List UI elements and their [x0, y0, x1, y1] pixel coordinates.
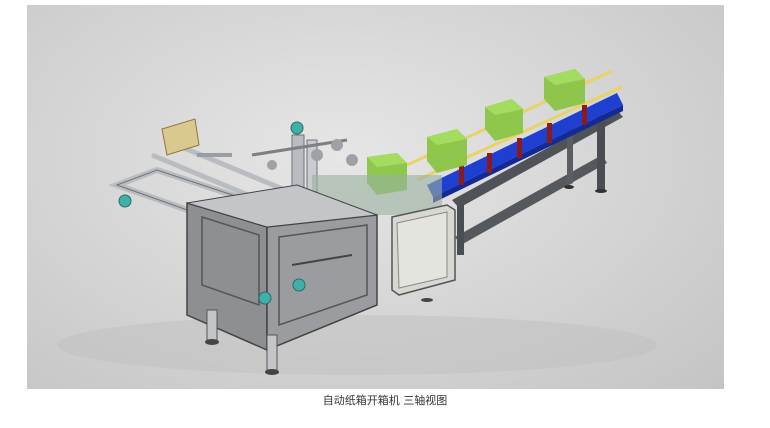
floor-shadow: [57, 315, 657, 375]
gauge-left: [118, 194, 132, 208]
gauge-front-2: [292, 278, 306, 292]
green-bin-4: [544, 69, 585, 111]
green-bin-2: [427, 129, 467, 173]
electrical-box: [391, 204, 456, 302]
conveyor-blue-rail: [427, 93, 623, 203]
green-bin-3: [485, 99, 523, 141]
green-bins: [367, 69, 585, 195]
machine-render: [27, 5, 724, 389]
gauge-top: [290, 121, 304, 135]
box-opening-machine-illustration: [57, 69, 657, 375]
figure-caption: 自动纸箱开箱机 三轴视图: [322, 394, 448, 407]
conveyor-frame: [452, 110, 623, 255]
red-posts: [459, 105, 587, 185]
gauge-front-1: [258, 291, 272, 305]
main-cabinet: [186, 184, 378, 375]
